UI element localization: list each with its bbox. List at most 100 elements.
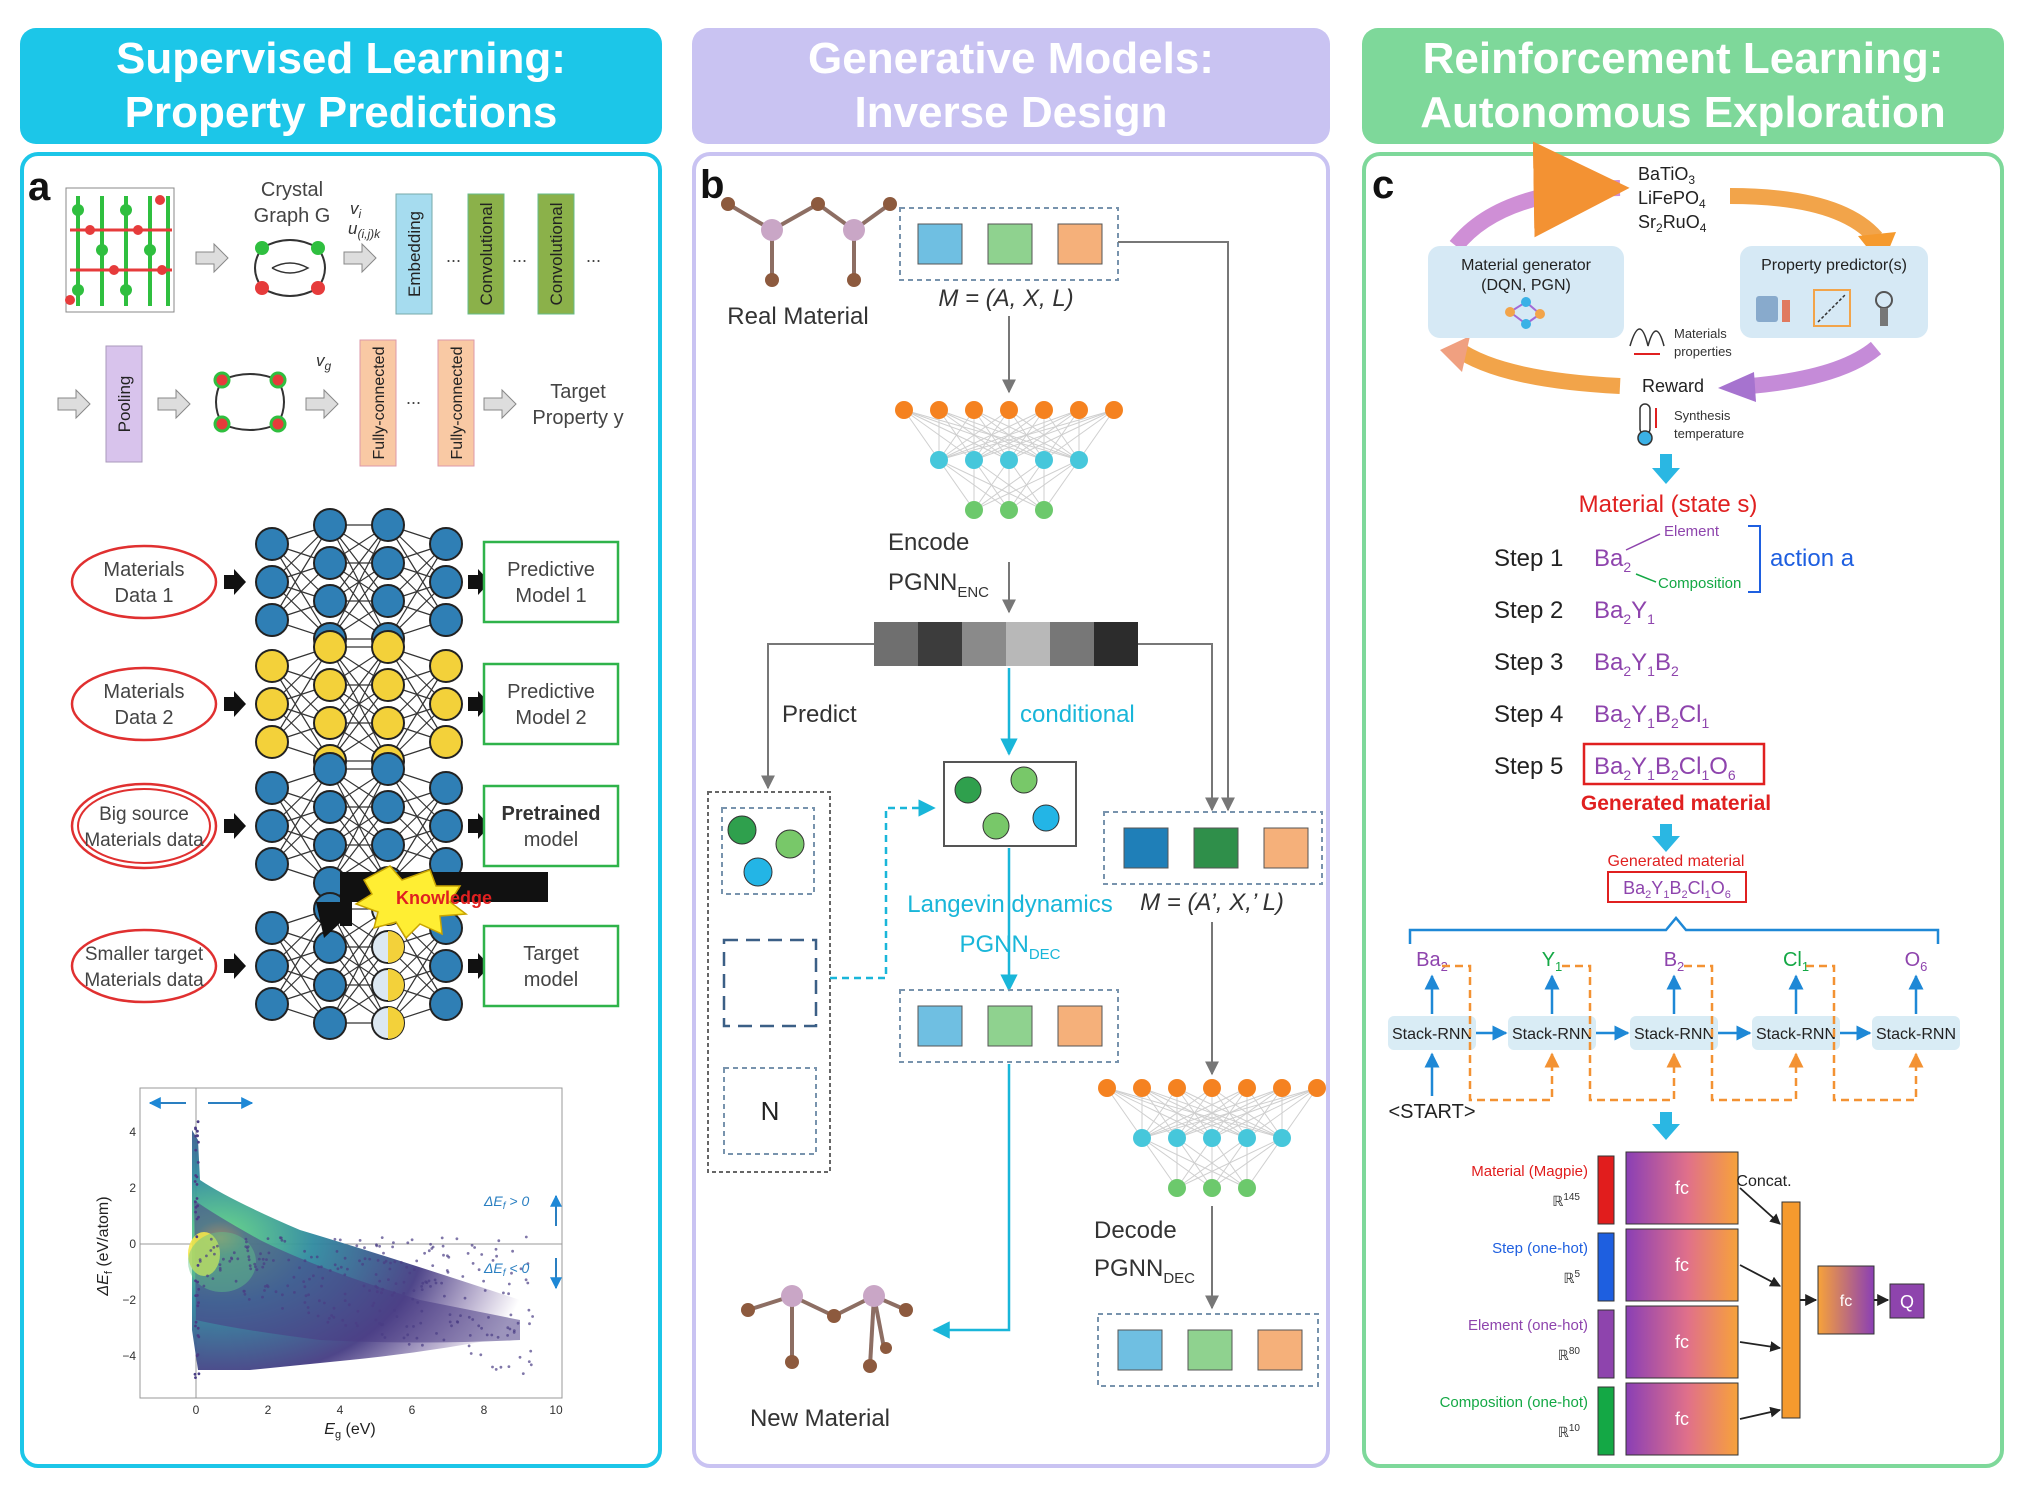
nn-node [429, 809, 463, 843]
nn-node [313, 630, 347, 664]
scatter-point [343, 1256, 347, 1260]
scatter-point [471, 1318, 475, 1321]
scatter-point [198, 1258, 202, 1261]
q-output-label: Q [1900, 1292, 1914, 1312]
row1-arrow-2 [343, 242, 377, 274]
scatter-point [363, 1246, 366, 1250]
scatter-point [429, 1285, 432, 1288]
scatter-point [378, 1279, 382, 1283]
net-edge [938, 459, 975, 511]
scatter-point [292, 1275, 296, 1279]
q-input-dim: ℝ10 [1558, 1423, 1581, 1440]
pooling-block [105, 345, 143, 463]
q-fc-label: fc [1675, 1332, 1689, 1352]
step-formula: Ba2Y1B2Cl1O6 [1594, 753, 1736, 783]
scatter-point [471, 1262, 475, 1265]
scatter-point [332, 1306, 336, 1310]
y-tick-label: −2 [122, 1293, 136, 1307]
scatter-point [197, 1287, 201, 1291]
net-edge [1043, 459, 1080, 511]
nn-node [371, 508, 405, 542]
nn-node [255, 725, 289, 759]
net-node [965, 501, 983, 519]
net-edge [1141, 1087, 1248, 1139]
vi-main: v [350, 199, 360, 218]
ann-neg-sub: f [503, 1268, 507, 1279]
q-fc-label: fc [1675, 1409, 1689, 1429]
output-label-1: Predictive [507, 681, 595, 703]
net-node [1000, 501, 1018, 519]
scatter-point [507, 1292, 510, 1296]
nn-node [313, 508, 347, 542]
scatter-point [378, 1244, 381, 1248]
step-formula: Ba2 [1594, 545, 1631, 575]
scatter-point [424, 1280, 428, 1284]
scatter-point [469, 1352, 473, 1355]
net-node [930, 401, 948, 419]
plot-ann-neg: ΔEf < 0 [483, 1260, 529, 1279]
material-generator-sub: (DQN, PGN) [1481, 277, 1571, 294]
scatter-point [388, 1267, 392, 1271]
scatter-point [531, 1315, 534, 1318]
scatter-point [382, 1251, 385, 1255]
output-label-1: Pretrained [502, 803, 601, 825]
dots-4: ... [406, 388, 421, 408]
element-pointer [1625, 533, 1661, 551]
scatter-point [330, 1314, 333, 1317]
nn-edge [329, 524, 389, 640]
scatter-point [308, 1277, 311, 1281]
nn-node [429, 771, 463, 805]
nn-node [313, 546, 347, 580]
scatter-point [262, 1262, 266, 1266]
net-edge [938, 409, 1045, 461]
network-graph-icon [1505, 297, 1545, 329]
output-label-2: model [524, 969, 578, 991]
scatter-point [485, 1333, 489, 1337]
net-node [1238, 1129, 1256, 1147]
rnn-output-token: Cl1 [1783, 949, 1809, 974]
scatter-point [524, 1278, 528, 1282]
stack-rnn-label: Stack-RNN [1634, 1026, 1714, 1043]
material-example-1: BaTiO3 [1638, 164, 1695, 187]
scatter-point [395, 1315, 399, 1318]
output-label-2: Model 2 [515, 707, 586, 729]
empty-sample-box [722, 938, 818, 1028]
scatter-point [280, 1238, 284, 1242]
predict-label: Predict [782, 701, 857, 728]
down-arrow-2 [1652, 824, 1680, 852]
scatter-point [306, 1306, 310, 1309]
uij-label: u(i,j)k [348, 219, 381, 241]
y-ticks: 420−2−4 [122, 1125, 136, 1363]
scatter-point [341, 1318, 345, 1322]
distribution-icon [1629, 328, 1665, 355]
new-material-molecule-icon [741, 1285, 913, 1373]
scatter-point [222, 1257, 225, 1261]
x-tick-label: 6 [409, 1403, 416, 1417]
scatter-point [405, 1265, 409, 1269]
net-node [1070, 401, 1088, 419]
scatter-point [496, 1335, 500, 1339]
scatter-point [521, 1372, 525, 1375]
scatter-point [253, 1262, 257, 1266]
scatter-point [442, 1253, 445, 1257]
nn-edge [271, 524, 331, 621]
nn-edge [329, 908, 389, 1024]
scatter-point [212, 1246, 216, 1249]
scatter-point [509, 1313, 513, 1317]
uij-sub: (i,j)k [357, 227, 381, 241]
ylabel-unit: (eV/atom) [95, 1196, 112, 1271]
step-formula: Ba2Y1B2 [1594, 649, 1679, 679]
scatter-point [255, 1268, 259, 1272]
row2-arrow-1 [57, 388, 91, 420]
scatter-point [261, 1257, 265, 1261]
net-edge [938, 409, 1115, 461]
step-label: Step 1 [1494, 545, 1563, 572]
scatter-point [196, 1353, 200, 1357]
net-node [1168, 1179, 1186, 1197]
fully-connected-block-2 [437, 339, 475, 467]
scatter-point [193, 1180, 197, 1183]
scatter-point [468, 1334, 472, 1337]
